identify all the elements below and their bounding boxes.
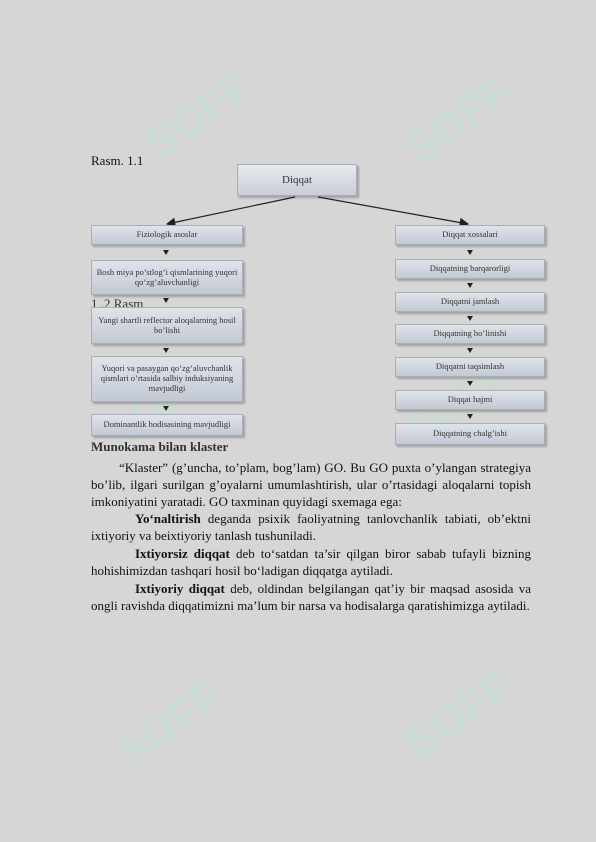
watermark-mark: SOFF	[396, 65, 521, 174]
down-arrow-icon	[467, 316, 473, 321]
paragraph-klaster: “Klaster” (g’uncha, to’plam, bog’lam) GO…	[91, 460, 531, 509]
diagram-root-node: Diqqat	[237, 164, 357, 196]
down-arrow-icon	[163, 348, 169, 353]
definition-ixtiyorsiz: deb to‘satdan ta’sir qilgan biror sabab …	[91, 546, 531, 578]
right-node: Diqqatning barqarorligi	[395, 259, 545, 279]
paragraph-ixtiyoriy: Ixtiyoriy diqqat deb, oldindan belgilang…	[91, 580, 531, 614]
watermark-mark: SOFF	[396, 660, 521, 769]
connector-left	[165, 196, 296, 227]
section-heading: Munokama bilan klaster	[91, 439, 229, 454]
figure-caption: Rasm. 1.1	[91, 153, 144, 168]
right-node: Diqqat hajmi	[395, 390, 545, 410]
term-ixtiyoriy: Ixtiyoriy diqqat	[135, 581, 225, 596]
term-yonaltirish: Yo‘naltirish	[135, 511, 201, 526]
left-node-header: Fiziologik asoslar	[91, 225, 243, 245]
right-node: Diqqatni taqsimlash	[395, 357, 545, 377]
left-node: Dominantlik hodisasining mavjudligi	[91, 414, 243, 436]
term-ixtiyorsiz: Ixtiyorsiz diqqat	[135, 546, 230, 561]
paragraph-ixtiyorsiz: Ixtiyorsiz diqqat deb to‘satdan ta’sir q…	[91, 545, 531, 579]
down-arrow-icon	[467, 348, 473, 353]
right-node: Diqqatning chalg’ishi	[395, 423, 545, 445]
left-node: Yuqori va pasaygan qo’zg’aluvchanlik qis…	[91, 356, 243, 402]
down-arrow-icon	[467, 283, 473, 288]
definition-ixtiyoriy: deb, oldindan belgilangan qat’iy bir maq…	[91, 581, 531, 613]
right-node: Diqqatni jamlash	[395, 292, 545, 312]
connector-right	[317, 196, 470, 228]
left-node: Bosh miya po’stlog’i qismlarining yuqori…	[91, 260, 243, 295]
down-arrow-icon	[163, 298, 169, 303]
watermark-mark: SOFF	[106, 670, 231, 779]
watermark-mark: SOFF	[136, 60, 261, 169]
down-arrow-icon	[467, 250, 473, 255]
down-arrow-icon	[467, 381, 473, 386]
left-node: Yangi shartli reflector aloqalarning hos…	[91, 307, 243, 344]
down-arrow-icon	[163, 406, 169, 411]
right-node: Diqqatning bo’linishi	[395, 324, 545, 344]
right-node-header: Diqqat xossalari	[395, 225, 545, 245]
down-arrow-icon	[467, 414, 473, 419]
paragraph-yonaltirish: Yo‘naltirish deganda psixik faoliyatning…	[91, 510, 531, 544]
down-arrow-icon	[163, 250, 169, 255]
definition-yonaltirish: deganda psixik faoliyatning tanlovchanli…	[91, 511, 531, 543]
